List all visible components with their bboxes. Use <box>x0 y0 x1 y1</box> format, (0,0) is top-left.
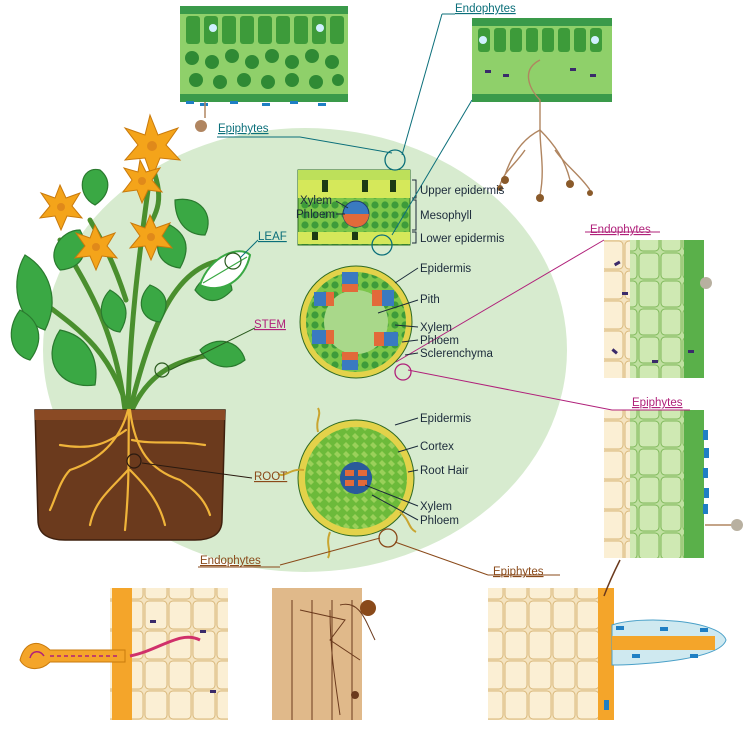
root-mid-panel <box>272 588 376 720</box>
root-endophytes-label: Endophytes <box>200 555 261 567</box>
plant-illustration <box>10 113 252 541</box>
callout-lines <box>141 13 690 576</box>
stem-endophyte-panel <box>604 240 712 378</box>
root-label: ROOT <box>254 471 287 483</box>
root-epiphytes-label: Epiphytes <box>493 566 544 578</box>
leaf-phloem-label: Phloem <box>296 209 335 221</box>
stem-pith-label: Pith <box>420 294 440 306</box>
stem-epiphytes-label: Epiphytes <box>632 397 683 409</box>
root-phloem-label: Phloem <box>420 515 459 527</box>
stem-epidermis-label: Epidermis <box>420 263 471 275</box>
soil-pot <box>34 409 226 541</box>
stem-epiphyte-panel <box>604 410 743 558</box>
root-hair-label: Root Hair <box>420 465 469 477</box>
upper-epidermis-label: Upper epidermis <box>420 185 505 197</box>
leaf-epiphytes-label: Epiphytes <box>218 123 269 135</box>
lower-epidermis-label: Lower epidermis <box>420 233 505 245</box>
leaf-endophyte-panel <box>472 18 612 202</box>
stem-phloem-label: Phloem <box>420 335 459 347</box>
leaf-panel-top <box>180 6 348 132</box>
root-epidermis-label: Epidermis <box>420 413 471 425</box>
mesophyll-label: Mesophyll <box>420 210 472 222</box>
stem-sclerenchyma-label: Sclerenchyma <box>420 348 493 360</box>
root-epiphyte-panel <box>488 559 727 720</box>
leaf-xylem-label: Xylem <box>300 195 332 207</box>
root-xylem-label: Xylem <box>420 501 452 513</box>
root-cross-section <box>277 407 417 559</box>
stem-cross-section <box>299 265 413 381</box>
stem-xylem-label: Xylem <box>420 322 452 334</box>
root-endophyte-panel <box>19 588 228 720</box>
leaf-cross-section <box>297 149 417 256</box>
text-labels: Epiphytes Endophytes LEAF STEM ROOT Uppe… <box>200 3 683 578</box>
stem-label: STEM <box>254 319 286 331</box>
leaf-label: LEAF <box>258 231 287 243</box>
root-cortex-label: Cortex <box>420 441 454 453</box>
stem-endophytes-label: Endophytes <box>590 224 651 236</box>
leaf-endophytes-label: Endophytes <box>455 3 516 15</box>
